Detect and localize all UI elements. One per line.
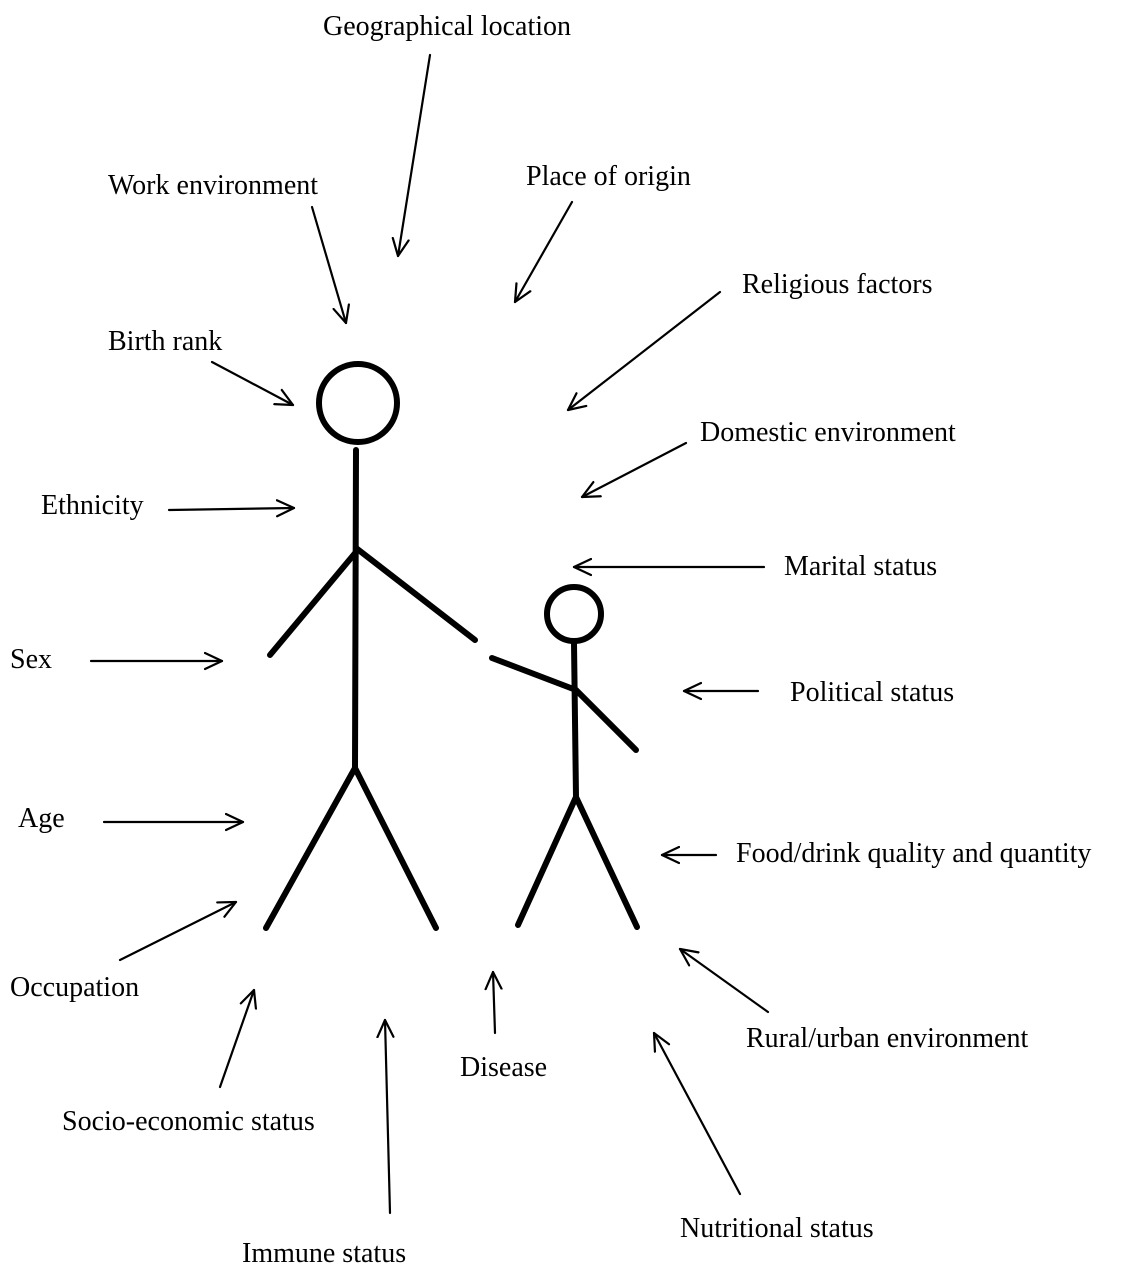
label-place-of-origin: Place of origin xyxy=(526,161,691,192)
label-birth-rank: Birth rank xyxy=(108,326,222,357)
arrow-occupation xyxy=(118,900,238,962)
arrow-geographical-location xyxy=(398,53,432,258)
label-rural-urban: Rural/urban environment xyxy=(746,1023,1028,1054)
arrow-disease xyxy=(493,970,495,1035)
adult-right-arm xyxy=(353,545,478,643)
adult-right-leg xyxy=(352,765,439,931)
adult-left-leg xyxy=(263,765,358,931)
arrow-rural-urban xyxy=(678,947,770,1014)
label-nutritional-status: Nutritional status xyxy=(680,1213,874,1244)
label-domestic-environment: Domestic environment xyxy=(700,417,956,448)
adult-left-arm xyxy=(267,549,359,658)
label-geographical-location: Geographical location xyxy=(323,11,571,42)
child-head xyxy=(544,584,604,644)
child-right-arm xyxy=(573,687,639,753)
label-political-status: Political status xyxy=(790,677,954,708)
child-left-arm xyxy=(489,655,579,693)
arrow-nutritional-status xyxy=(652,1031,742,1196)
child-torso xyxy=(571,640,579,800)
label-immune-status: Immune status xyxy=(242,1238,406,1269)
arrow-religious-factors xyxy=(566,290,722,412)
adult-figure xyxy=(263,361,478,931)
arrow-domestic-environment xyxy=(580,441,688,499)
factor-arrows xyxy=(89,53,770,1215)
label-work-environment: Work environment xyxy=(108,170,318,201)
arrow-ethnicity xyxy=(167,508,296,510)
label-religious-factors: Religious factors xyxy=(742,269,933,300)
label-food-drink: Food/drink quality and quantity xyxy=(736,838,1091,869)
factor-labels: Geographical location Work environment P… xyxy=(10,11,1091,1269)
arrow-place-of-origin xyxy=(513,200,574,304)
label-marital-status: Marital status xyxy=(784,551,937,582)
adult-torso xyxy=(352,447,359,771)
child-figure xyxy=(489,584,640,930)
child-left-leg xyxy=(515,794,579,928)
arrow-birth-rank xyxy=(210,360,295,407)
label-age: Age xyxy=(18,803,65,834)
label-disease: Disease xyxy=(460,1052,547,1083)
label-occupation: Occupation xyxy=(10,972,139,1003)
child-right-leg xyxy=(573,794,640,930)
arrow-socio-economic xyxy=(218,988,254,1089)
adult-head xyxy=(316,361,400,445)
arrow-work-environment xyxy=(310,205,346,325)
label-sex: Sex xyxy=(10,644,52,675)
label-ethnicity: Ethnicity xyxy=(41,490,144,521)
arrow-immune-status xyxy=(385,1018,390,1215)
label-socio-economic: Socio-economic status xyxy=(62,1106,315,1137)
